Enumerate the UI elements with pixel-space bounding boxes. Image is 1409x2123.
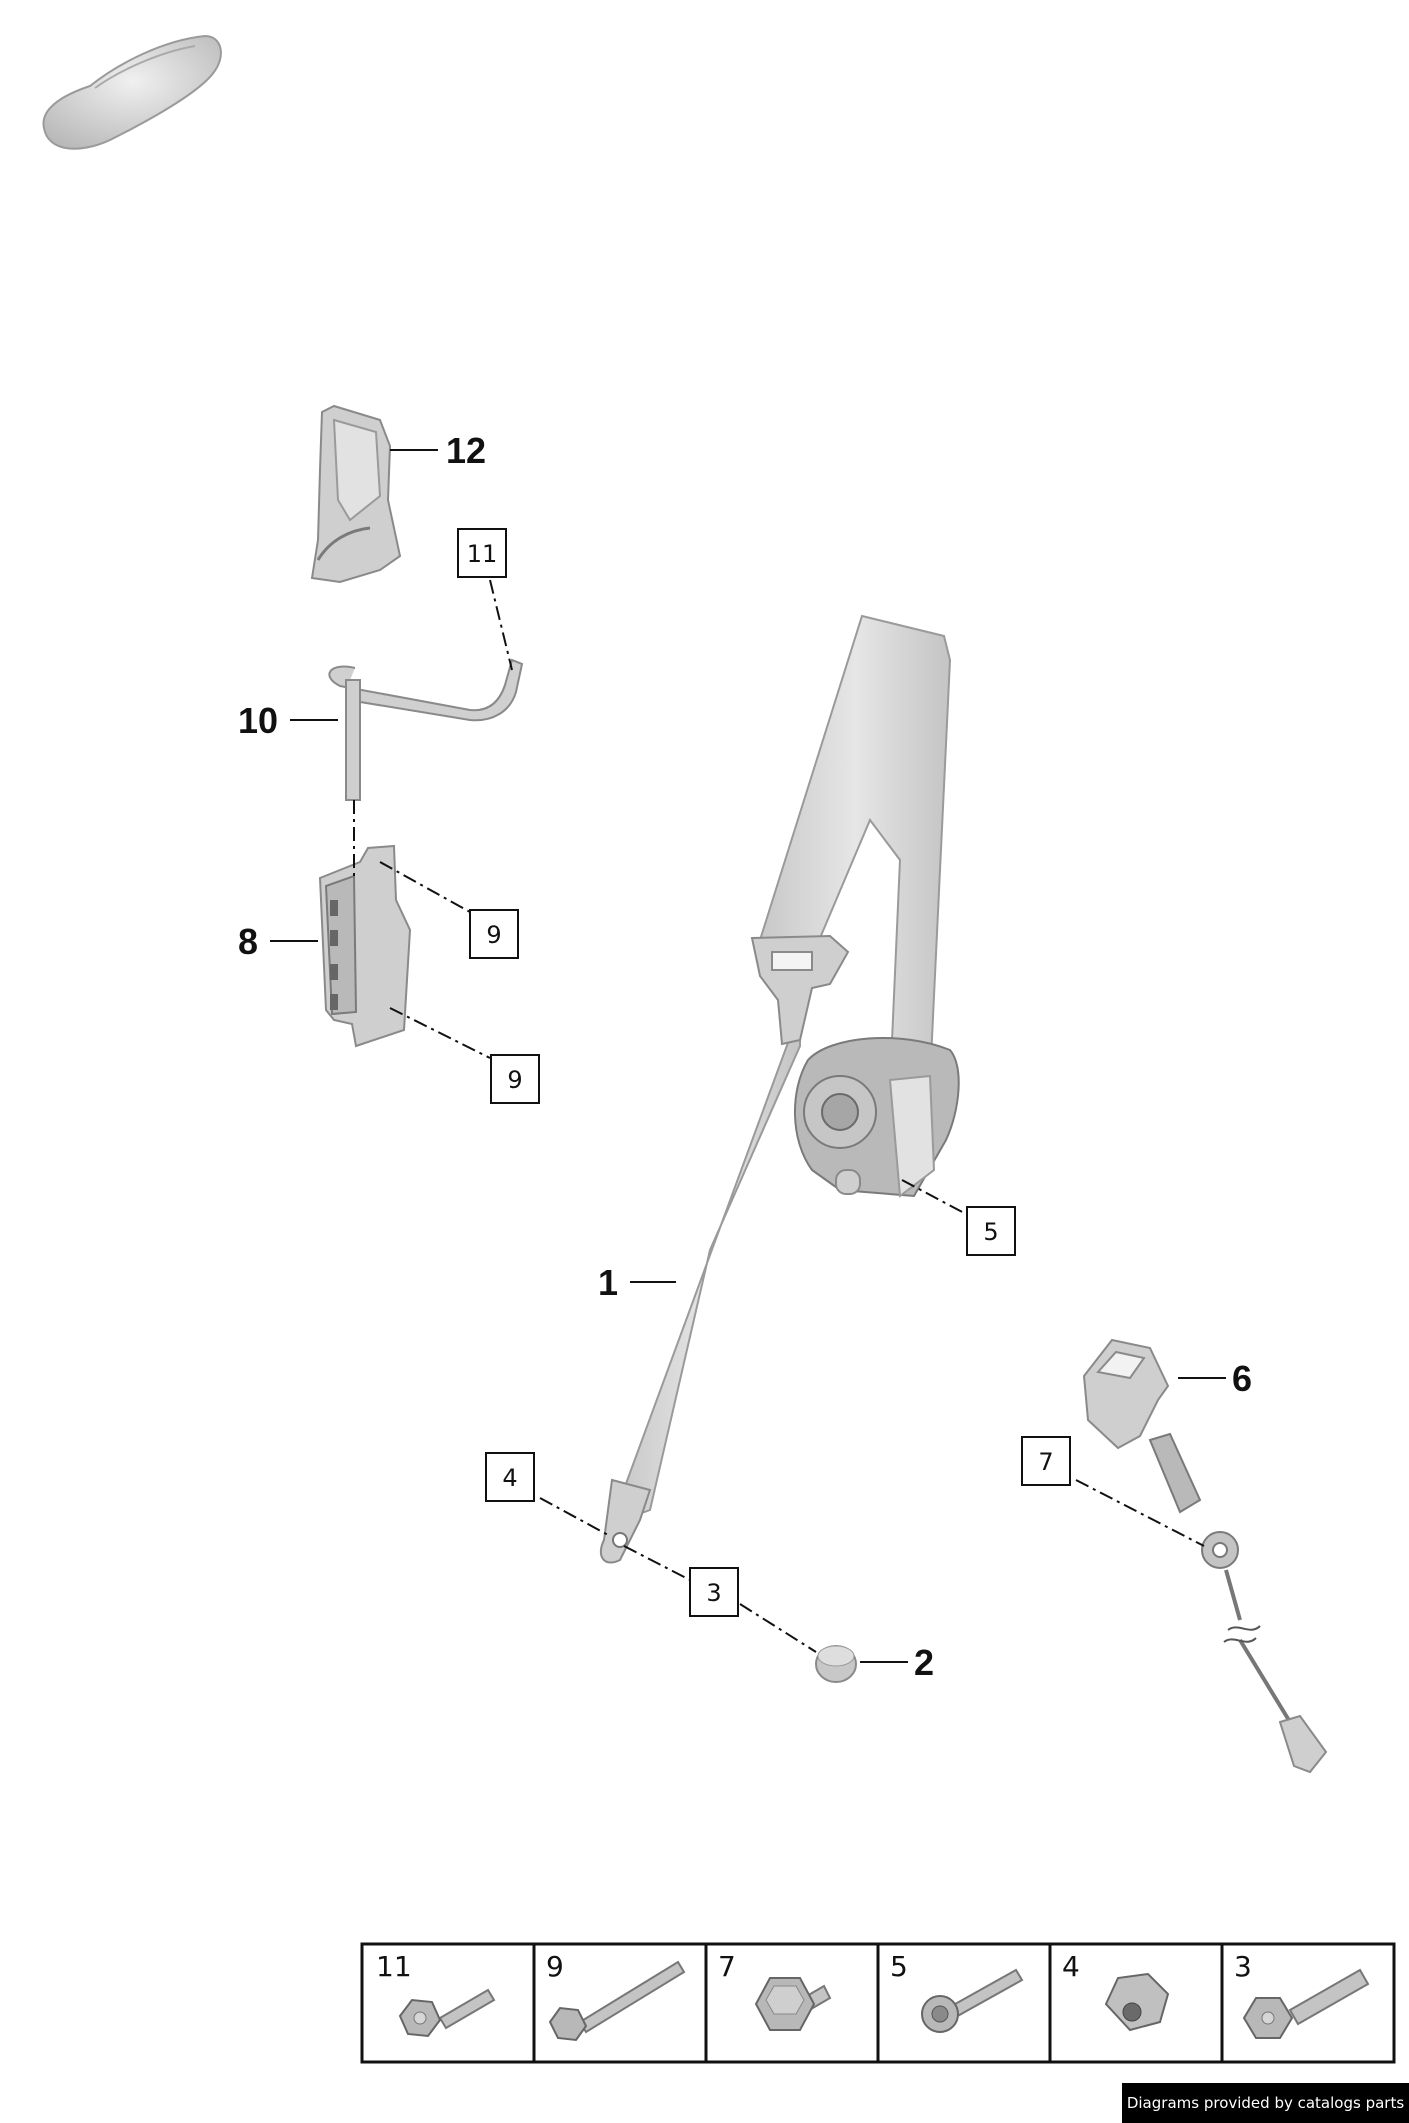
height-adjuster-bracket-part[interactable] — [318, 844, 412, 1048]
leader-7 — [1075, 1479, 1205, 1547]
leader-5 — [901, 1179, 967, 1215]
svg-text:7: 7 — [718, 1950, 736, 1983]
callout-10: 10 — [238, 700, 278, 741]
hex-bolt-stud-icon — [754, 1977, 832, 2031]
svg-text:3: 3 — [1234, 1950, 1252, 1983]
leader-4 — [539, 1497, 611, 1537]
seat-belt-webbing-part[interactable] — [599, 614, 952, 1564]
belt-retractor-part[interactable] — [794, 1037, 960, 1198]
box-ref-11[interactable]: 11 — [457, 528, 507, 578]
svg-text:7: 7 — [1038, 1448, 1053, 1476]
callout-8: 8 — [238, 921, 258, 962]
car-thumbnail-icon — [42, 34, 222, 150]
callout-6: 6 — [1232, 1358, 1252, 1399]
leader-3b — [739, 1603, 817, 1653]
hex-bolt-shoulder-icon — [1242, 1968, 1370, 2039]
legend-cell-5[interactable]: 5 — [890, 1950, 1024, 2033]
box-ref-5[interactable]: 5 — [966, 1206, 1016, 1256]
belt-guide-cover-part[interactable] — [310, 404, 402, 584]
box-ref-9a[interactable]: 9 — [469, 909, 519, 959]
leader-3a — [623, 1545, 691, 1581]
leader-9b — [389, 1007, 491, 1059]
guide-rod-part[interactable] — [328, 658, 524, 801]
legend-cell-11[interactable]: 11 — [376, 1950, 496, 2038]
box-ref-4[interactable]: 4 — [485, 1452, 535, 1502]
svg-text:11: 11 — [376, 1950, 412, 1983]
svg-text:4: 4 — [502, 1464, 517, 1492]
hex-bolt-long-icon — [548, 1960, 686, 2042]
svg-text:9: 9 — [546, 1950, 564, 1983]
svg-text:9: 9 — [507, 1066, 522, 1094]
legend-cell-3[interactable]: 3 — [1234, 1950, 1370, 2039]
callout-2: 2 — [914, 1642, 934, 1683]
hex-nut-icon — [1104, 1972, 1170, 2032]
svg-text:3: 3 — [706, 1579, 721, 1607]
belt-buckle-part[interactable] — [1082, 1338, 1328, 1774]
box-ref-9b[interactable]: 9 — [490, 1054, 540, 1104]
diagram-credit-banner: Diagrams provided by catalogs parts — [1122, 2083, 1409, 2123]
svg-text:5: 5 — [983, 1218, 998, 1246]
fastener-legend-table: 11 9 7 5 — [360, 1942, 1396, 2064]
legend-cell-7[interactable]: 7 — [718, 1950, 832, 2031]
leader-9a — [379, 861, 471, 913]
callout-1: 1 — [598, 1262, 618, 1303]
box-ref-7[interactable]: 7 — [1021, 1436, 1071, 1486]
legend-cell-4[interactable]: 4 — [1062, 1950, 1170, 2032]
svg-text:11: 11 — [467, 540, 498, 568]
callout-12: 12 — [446, 430, 486, 471]
legend-cell-9[interactable]: 9 — [546, 1950, 686, 2042]
torx-bolt-icon — [921, 1968, 1024, 2033]
svg-text:4: 4 — [1062, 1950, 1080, 1983]
cover-cap-part[interactable] — [815, 1645, 857, 1683]
svg-text:5: 5 — [890, 1950, 908, 1983]
svg-text:9: 9 — [486, 921, 501, 949]
leader-11 — [489, 579, 513, 671]
box-ref-3[interactable]: 3 — [689, 1567, 739, 1617]
hex-bolt-short-icon — [398, 1988, 496, 2038]
